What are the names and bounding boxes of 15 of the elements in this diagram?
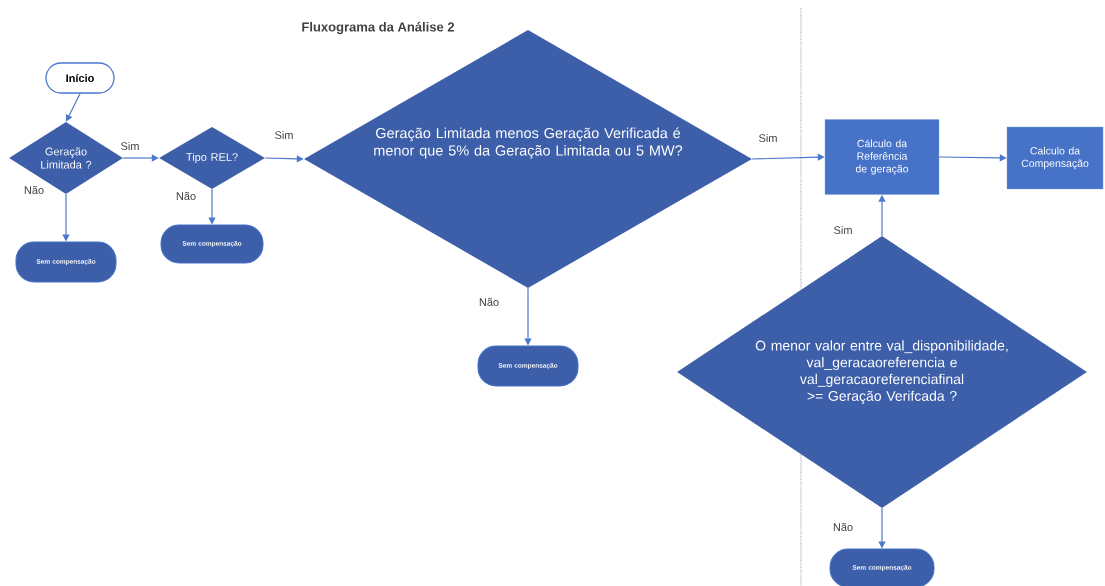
arrow: [122, 154, 159, 162]
start-terminal: Início: [45, 62, 115, 94]
arrow: [751, 153, 825, 161]
edge-label: Não: [22, 185, 46, 195]
edge-label: Não: [174, 191, 198, 201]
process-box: Calculo da Compensação: [1006, 126, 1104, 190]
arrow: [938, 154, 1007, 162]
edge-label: Sim: [273, 129, 295, 141]
edge-label: Sim: [757, 132, 779, 144]
edge-label: Não: [831, 522, 855, 532]
arrow: [65, 93, 81, 122]
arrow: [264, 155, 304, 163]
edge-label: Sim: [832, 224, 854, 236]
process-box: Cálculo da Referência de geração: [824, 119, 940, 195]
edge-label: Não: [477, 297, 501, 307]
